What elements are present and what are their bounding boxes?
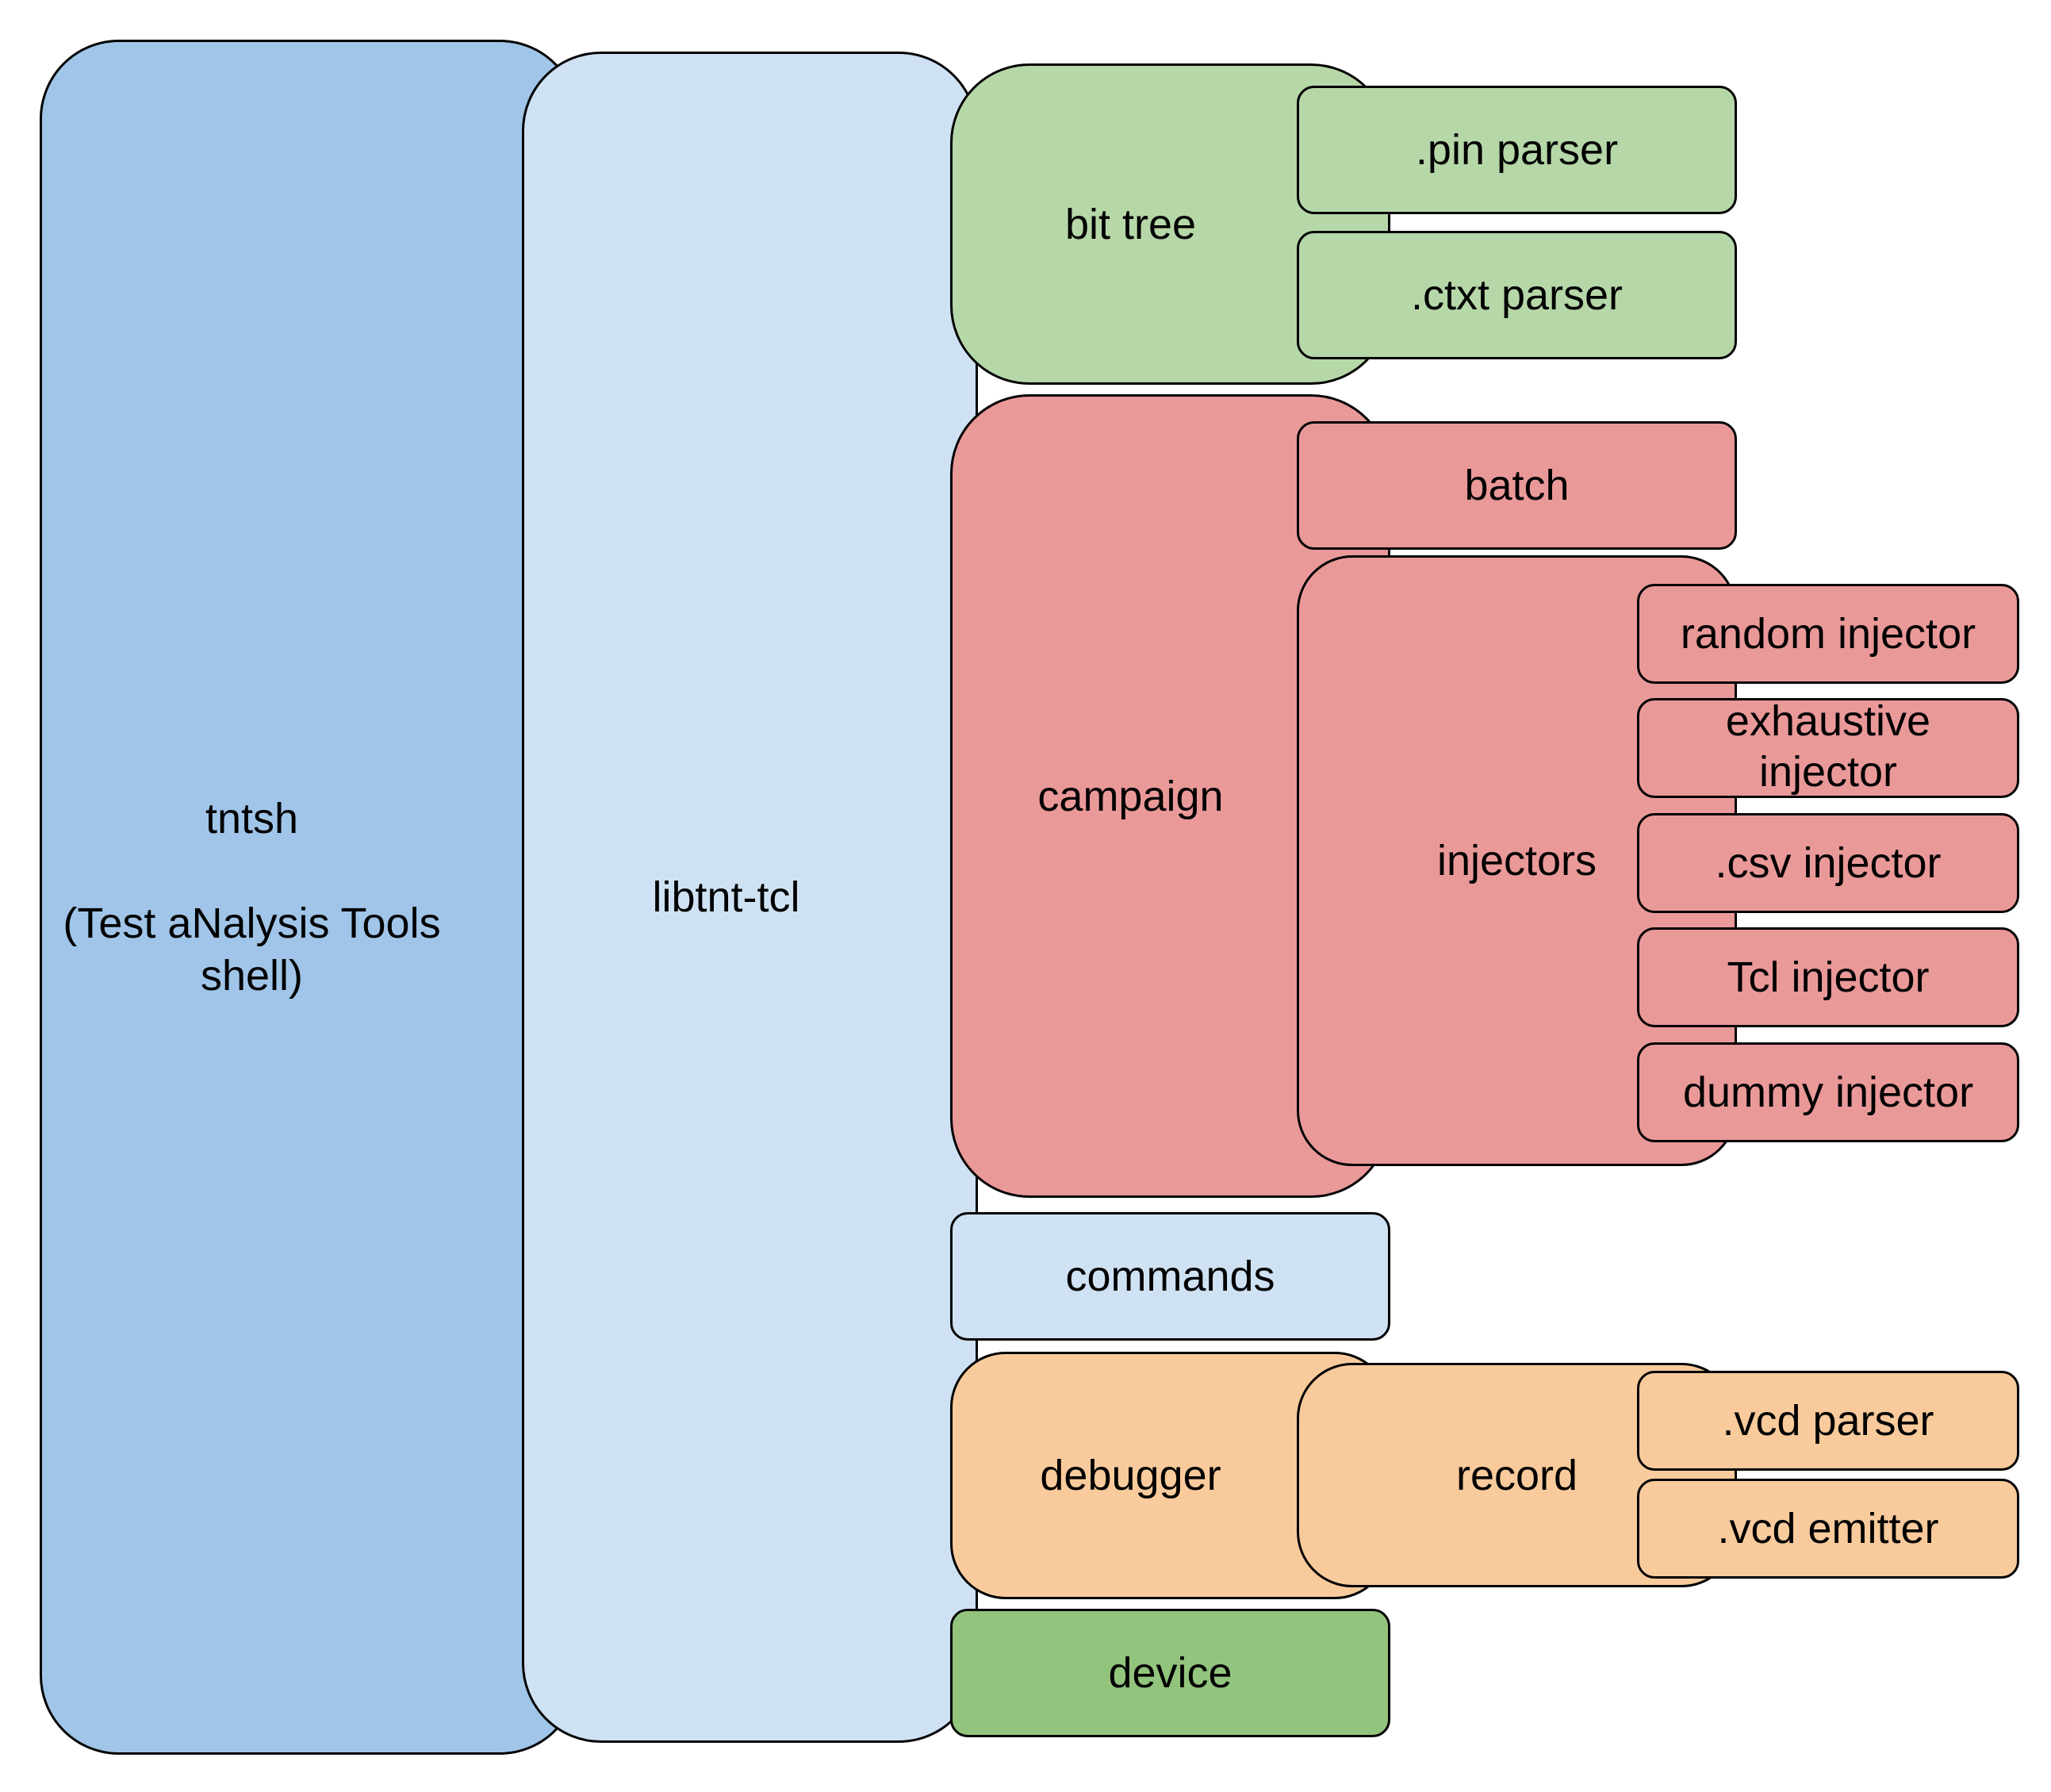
debugger-label: debugger — [1040, 1452, 1221, 1499]
batch-label: batch — [1464, 462, 1570, 509]
batch-block: batch — [1297, 421, 1737, 550]
commands-label: commands — [1065, 1253, 1275, 1300]
vcd-emitter-block: .vcd emitter — [1637, 1479, 2019, 1579]
bit-tree-label: bit tree — [1064, 200, 1197, 248]
exhaustive-injector-label: exhaustive injector — [1725, 697, 1931, 796]
tntsh-block: tntsh (Test aNalysis Tools shell) — [40, 40, 579, 1755]
campaign-label: campaign — [1037, 772, 1224, 820]
commands-block: commands — [950, 1212, 1390, 1341]
vcd-parser-block: .vcd parser — [1637, 1371, 2019, 1471]
pin-parser-block: .pin parser — [1297, 86, 1737, 214]
random-injector-block: random injector — [1637, 584, 2019, 684]
csv-injector-block: .csv injector — [1637, 813, 2019, 913]
libtnt-tcl-block: libtnt-tcl — [522, 52, 978, 1743]
injectors-label: injectors — [1436, 837, 1597, 884]
device-label: device — [1108, 1649, 1233, 1697]
random-injector-label: random injector — [1680, 610, 1976, 658]
tntsh-label: tntsh (Test aNalysis Tools shell) — [63, 795, 441, 1000]
pin-parser-label: .pin parser — [1415, 126, 1619, 174]
dummy-injector-block: dummy injector — [1637, 1042, 2019, 1142]
libtnt-tcl-label: libtnt-tcl — [652, 873, 800, 921]
tcl-injector-label: Tcl injector — [1727, 954, 1930, 1001]
device-block: device — [950, 1609, 1390, 1737]
vcd-emitter-label: .vcd emitter — [1717, 1505, 1939, 1552]
csv-injector-label: .csv injector — [1715, 839, 1942, 887]
record-label: record — [1455, 1451, 1578, 1499]
ctxt-parser-block: .ctxt parser — [1297, 231, 1737, 359]
tcl-injector-block: Tcl injector — [1637, 927, 2019, 1027]
dummy-injector-label: dummy injector — [1682, 1069, 1974, 1116]
vcd-parser-label: .vcd parser — [1722, 1397, 1934, 1445]
ctxt-parser-label: .ctxt parser — [1410, 271, 1624, 319]
exhaustive-injector-block: exhaustive injector — [1637, 697, 2019, 798]
